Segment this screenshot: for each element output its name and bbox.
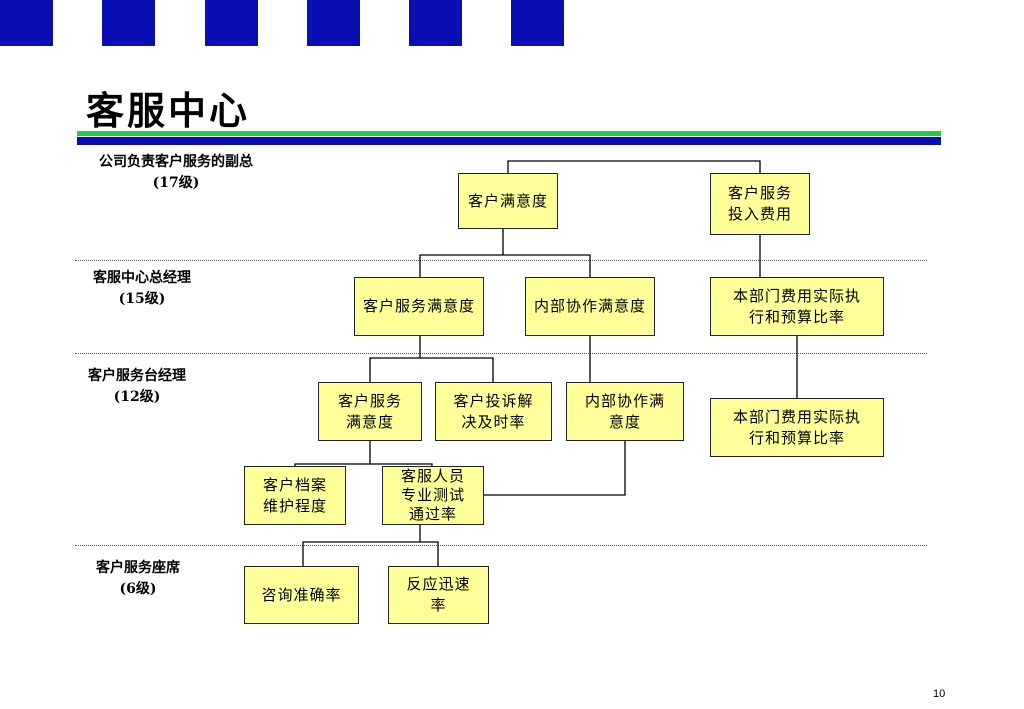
- title-rule-green: [77, 131, 941, 136]
- level-role: 客户服务座席: [96, 560, 180, 576]
- level-grade: (12级): [113, 389, 161, 405]
- kpi-box-mgr-budget-ratio: 本部门费用实际执 行和预算比率: [710, 398, 884, 457]
- level-label-seat: 客户服务座席 (6级): [68, 558, 208, 600]
- kpi-box-consult-accuracy: 咨询准确率: [244, 566, 359, 624]
- kpi-box-mgr-service-satisfaction: 客户服务 满意度: [318, 382, 422, 441]
- page-title: 客服中心: [86, 88, 251, 133]
- kpi-box-record-maintenance: 客户档案 维护程度: [244, 466, 346, 525]
- level-label-manager: 客户服务台经理 (12级): [67, 366, 207, 408]
- kpi-box-customer-satisfaction: 客户满意度: [458, 173, 558, 229]
- level-role: 客户服务台经理: [88, 368, 186, 384]
- connector: [484, 441, 626, 496]
- kpi-box-mgr-complaint-rate: 客户投诉解 决及时率: [435, 382, 552, 441]
- level-grade: (6级): [119, 581, 157, 597]
- header-square: [307, 0, 360, 46]
- header-square: [0, 0, 53, 46]
- connector: [419, 254, 591, 277]
- level-grade: (15级): [118, 291, 166, 307]
- kpi-box-response-rate: 反应迅速 率: [388, 566, 489, 624]
- level-grade: (17级): [152, 175, 200, 191]
- level-divider: [75, 545, 927, 546]
- level-role: 客服中心总经理: [93, 270, 191, 286]
- header-square: [205, 0, 258, 46]
- level-role: 公司负责客户服务的副总: [99, 154, 253, 170]
- kpi-box-mgr-internal-satisfaction: 内部协作满 意度: [566, 382, 684, 441]
- kpi-box-service-cost: 客户服务 投入费用: [710, 173, 810, 235]
- kpi-box-gm-internal-satisfaction: 内部协作满意度: [525, 277, 655, 336]
- connector: [294, 463, 433, 466]
- level-label-gm: 客服中心总经理 (15级): [72, 268, 212, 310]
- kpi-box-gm-service-satisfaction: 客户服务满意度: [354, 277, 484, 336]
- page-number: 10: [933, 688, 946, 700]
- title-rule-blue: [77, 137, 941, 145]
- kpi-box-test-pass-rate: 客服人员 专业测试 通过率: [382, 466, 484, 525]
- header-square: [409, 0, 462, 46]
- kpi-box-gm-budget-ratio: 本部门费用实际执 行和预算比率: [710, 277, 884, 336]
- connector: [369, 357, 494, 382]
- level-label-vp: 公司负责客户服务的副总 (17级): [74, 152, 278, 194]
- connector: [302, 541, 439, 566]
- level-divider: [75, 260, 927, 261]
- connector: [507, 160, 761, 173]
- header-square: [102, 0, 155, 46]
- level-divider: [75, 353, 927, 354]
- header-square: [511, 0, 564, 46]
